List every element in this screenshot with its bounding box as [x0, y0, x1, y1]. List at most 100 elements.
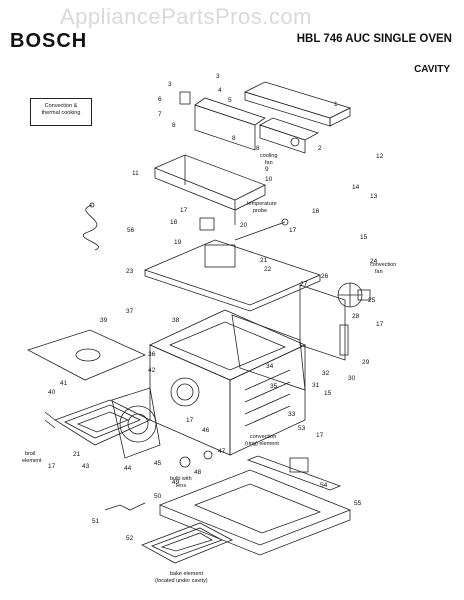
callout-19: 19: [174, 239, 182, 246]
convection-ring-element: [111, 387, 161, 459]
callout-8: 8: [232, 135, 236, 142]
callout-33: 33: [288, 411, 296, 418]
callout-layer: 1233456788891011121314151516171717171717…: [48, 73, 384, 542]
bottom-rail: [246, 455, 342, 491]
callout-15: 15: [324, 390, 332, 397]
callout-20: 20: [240, 222, 248, 229]
callout-51: 51: [92, 518, 100, 525]
callout-17: 17: [48, 463, 56, 470]
callout-24: 24: [370, 258, 378, 265]
callout-17: 17: [180, 207, 188, 214]
cavity-top-plate: [143, 239, 322, 312]
callout-50: 50: [154, 493, 162, 500]
callout-31: 31: [312, 382, 320, 389]
callout-17: 17: [316, 432, 324, 439]
section-title: CAVITY: [414, 64, 450, 75]
callout-53: 53: [298, 425, 306, 432]
note-broil-element-1: broil: [25, 451, 35, 457]
callout-8: 8: [256, 145, 260, 152]
callout-36: 36: [148, 351, 156, 358]
callout-23: 23: [126, 268, 134, 275]
insulation-pad: [26, 329, 147, 381]
callout-47: 47: [218, 448, 226, 455]
callout-55: 55: [354, 500, 362, 507]
callout-12: 12: [376, 153, 384, 160]
callout-45: 45: [154, 460, 162, 467]
callout-34: 34: [266, 363, 274, 370]
callout-29: 29: [362, 359, 370, 366]
callout-4: 4: [218, 87, 222, 94]
callout-15: 15: [360, 234, 368, 241]
note-broil-element-2: element: [22, 458, 42, 464]
callout-56: 56: [127, 227, 135, 234]
callout-10: 10: [265, 176, 273, 183]
brand-logo: BOSCH: [10, 30, 88, 52]
callout-5: 5: [228, 97, 232, 104]
sensor-wire: [104, 502, 146, 511]
callout-17: 17: [376, 321, 384, 328]
rear-plate: [231, 314, 306, 391]
callout-17: 17: [186, 417, 194, 424]
cooling-fan: [258, 117, 320, 154]
control-board: [179, 91, 266, 151]
callout-2: 2: [318, 145, 322, 152]
top-deflector-plate: [153, 154, 266, 225]
callout-43: 43: [82, 463, 90, 470]
oven-cavity: [149, 309, 306, 456]
callout-37: 37: [126, 308, 134, 315]
bottom-panel: [158, 469, 352, 556]
bake-element: [141, 522, 233, 564]
callout-44: 44: [124, 465, 132, 472]
callout-22: 22: [264, 266, 272, 273]
callout-26: 26: [321, 273, 329, 280]
temperature-probe: [199, 217, 289, 241]
callout-14: 14: [352, 184, 360, 191]
watermark-text: AppliancePartsPros.com: [60, 4, 312, 29]
callout-18: 18: [170, 219, 178, 226]
callout-8: 8: [172, 122, 176, 129]
callout-46: 46: [202, 427, 210, 434]
callout-11: 11: [132, 170, 139, 177]
note-cooling-fan-1: cooling: [260, 153, 277, 159]
note-convection-ring-1: convection: [250, 434, 276, 440]
legend-line-1: Convection &: [44, 103, 78, 109]
callout-7: 7: [158, 111, 162, 118]
note-bake-element-2: (located under cavity): [155, 578, 208, 584]
note-bulb-lens-2: lens: [176, 483, 186, 489]
convection-fan-assembly: [299, 282, 371, 361]
model-title: HBL 746 AUC SINGLE OVEN: [296, 33, 452, 45]
callout-27: 27: [300, 281, 308, 288]
note-convection-fan-1: convection: [370, 262, 396, 268]
callout-3: 3: [168, 81, 172, 88]
legend-line-2: thermal cooking: [41, 110, 81, 116]
callout-9: 9: [265, 166, 269, 173]
callout-1: 1: [334, 101, 338, 108]
callout-42: 42: [148, 367, 156, 374]
callout-52: 52: [126, 535, 134, 542]
callout-54: 54: [320, 482, 328, 489]
callout-21: 21: [260, 257, 268, 264]
oven-bulb: [179, 450, 213, 468]
note-convection-ring-2: (ring) element: [245, 441, 279, 447]
callout-6: 6: [158, 96, 162, 103]
legend-box: Convection & thermal cooking: [30, 98, 92, 126]
callout-30: 30: [348, 375, 356, 382]
callout-32: 32: [322, 370, 330, 377]
callout-25: 25: [368, 297, 376, 304]
note-temperature-probe-1: temperature: [247, 201, 277, 207]
note-temperature-probe-2: probe: [253, 208, 267, 214]
power-cord: [82, 202, 99, 251]
broil-element: [44, 399, 151, 446]
callout-21: 21: [73, 451, 81, 458]
callout-16: 16: [312, 208, 320, 215]
note-bake-element-1: bake element: [170, 571, 203, 577]
callout-49: 49: [172, 479, 180, 486]
callout-38: 38: [172, 317, 180, 324]
callout-3: 3: [216, 73, 220, 80]
callout-40: 40: [48, 389, 56, 396]
callout-48: 48: [194, 469, 202, 476]
callout-39: 39: [100, 317, 108, 324]
callout-28: 28: [352, 313, 360, 320]
note-bulb-lens-1: bulb with: [170, 476, 192, 482]
